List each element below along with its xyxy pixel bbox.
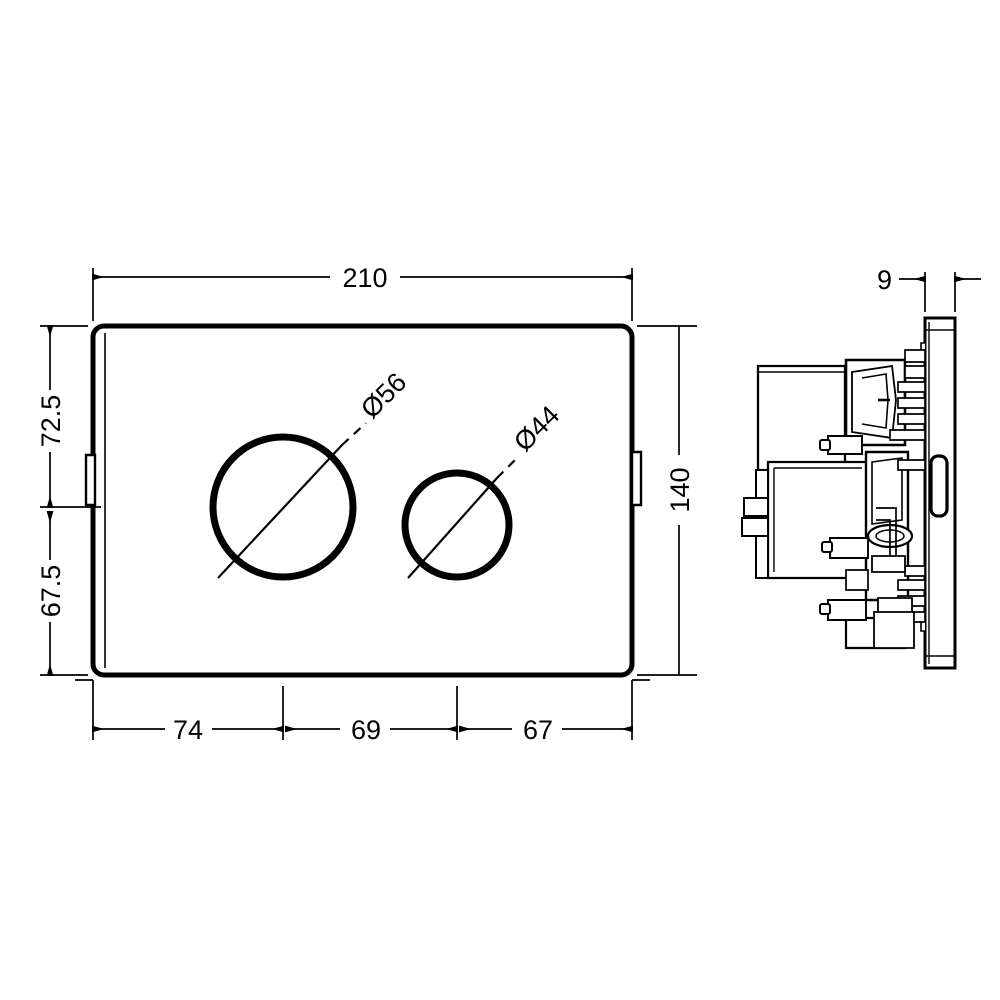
mech-rib-u5 (897, 413, 926, 425)
mech-lower-housing (766, 460, 870, 580)
mech-rib-l1 (897, 459, 926, 471)
mech-rib-u3 (897, 381, 926, 393)
plate-section-tab-slot (929, 454, 949, 518)
mech-stud-lower (741, 517, 769, 537)
mech-rib-l3 (897, 579, 926, 591)
mech-upper-barrel (844, 358, 907, 447)
right-edge-tab (630, 450, 643, 507)
mech-pivot-mid (829, 537, 869, 559)
mech-pivot-upper (827, 435, 863, 455)
dim-74-label: 74 (173, 715, 203, 745)
large-button-diameter-line (217, 444, 343, 579)
side-plate-slab (920, 316, 957, 670)
mech-stud-upper (743, 497, 769, 517)
mech-pivot-pin-upper (819, 439, 831, 451)
dim-67-5-label: 67.5 (36, 565, 66, 618)
small-button-circle[interactable] (401, 469, 513, 581)
dimension-vertical-segments: 72.5 67.5 (36, 325, 101, 676)
mech-pivot-pin-lower (819, 603, 831, 615)
mech-rib-l2 (904, 565, 926, 577)
mech-rib-u4 (897, 397, 926, 409)
mech-lever-tail (845, 569, 869, 591)
plate-side-tabs (84, 450, 643, 507)
mech-rib-u1 (904, 349, 926, 363)
mech-hook-arm-1 (876, 507, 897, 556)
thickness-dim-label: 9 (877, 265, 892, 295)
dimension-overall-width: 210 (92, 263, 633, 321)
left-edge-tab (84, 453, 97, 507)
large-button-leader (341, 422, 367, 446)
mech-upper-barrel-curve (851, 364, 897, 440)
mech-pivot-pin-mid (821, 541, 833, 553)
mech-rib-u6 (889, 429, 926, 441)
dimension-horizontal-segments: 74 69 67 (75, 679, 650, 745)
plate-section-bottom-detail (924, 655, 955, 668)
small-button-leader (496, 455, 520, 479)
mech-lower-barrel-face (871, 457, 903, 525)
dimension-plate-thickness: 9 (877, 265, 981, 312)
plate-outer-edge (90, 323, 635, 678)
front-view: Ø56 Ø44 210 72.5 (36, 263, 697, 745)
height-dim-label: 140 (665, 467, 695, 512)
dimension-overall-height: 140 (637, 325, 697, 676)
mech-linkage-base-2 (873, 611, 915, 649)
large-button[interactable]: Ø56 (209, 367, 412, 581)
width-dim-label: 210 (342, 263, 387, 293)
mech-rib-u2 (904, 365, 926, 379)
dim-67-label: 67 (523, 715, 553, 745)
dim-69-label: 69 (351, 715, 381, 745)
plate-section-top-detail (924, 318, 955, 331)
plate-outline (90, 323, 635, 678)
small-button-diameter-line (407, 477, 498, 579)
side-view: 9 (741, 265, 981, 670)
dim-72-5-label: 72.5 (36, 395, 66, 448)
mech-hook-arm-2 (876, 519, 891, 556)
mech-linkage-arm-1 (871, 555, 906, 573)
mech-pivot-lower (827, 599, 867, 621)
side-mechanism (741, 349, 926, 650)
